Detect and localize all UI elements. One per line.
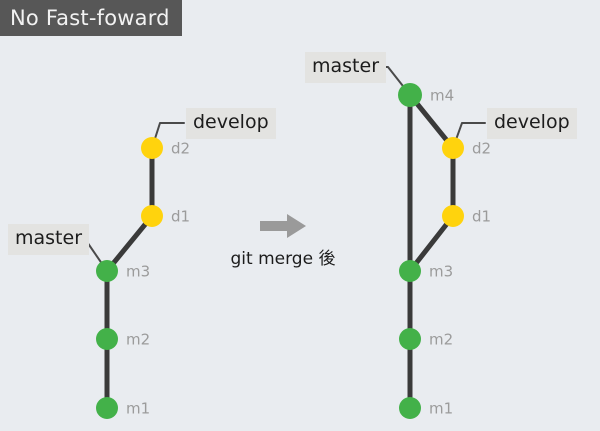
commit-label-d2: d2 — [472, 140, 491, 158]
commit-node-m2[interactable] — [96, 328, 118, 350]
commit-node-m3[interactable] — [399, 260, 421, 282]
page-title: No Fast-foward — [10, 6, 170, 30]
right-arrow-icon — [260, 214, 306, 238]
commit-node-m1[interactable] — [96, 397, 118, 419]
commit-label-m2: m2 — [429, 331, 453, 349]
branch-tag-develop[interactable]: develop — [487, 108, 577, 139]
merge-caption: git merge 後 — [230, 249, 336, 269]
nodes-layer: m1 m2 m3 d1 d2 m1 m2 m3 d1 d2 m4 — [96, 83, 491, 419]
commit-label-d1: d1 — [171, 208, 190, 226]
commit-node-d1[interactable] — [141, 205, 163, 227]
commit-label-m2: m2 — [126, 331, 150, 349]
commit-label-m4: m4 — [430, 87, 454, 105]
commit-edge-m3-d1 — [104, 213, 155, 274]
commit-node-m2[interactable] — [399, 328, 421, 350]
branch-tag-master[interactable]: master — [8, 224, 90, 255]
commit-label-d1: d1 — [472, 208, 491, 226]
commit-label-m3: m3 — [429, 263, 453, 281]
merge-transition: git merge 後 — [218, 214, 348, 269]
commit-label-m3: m3 — [126, 263, 150, 281]
commit-node-d1[interactable] — [442, 205, 464, 227]
commit-node-d2[interactable] — [141, 137, 163, 159]
commit-node-m3[interactable] — [96, 260, 118, 282]
commit-label-m1: m1 — [126, 400, 150, 418]
commit-node-m1[interactable] — [399, 397, 421, 419]
commit-node-d2[interactable] — [442, 137, 464, 159]
commit-edge-m3-d1 — [407, 213, 456, 274]
branch-tag-develop[interactable]: develop — [186, 108, 276, 139]
branch-tag-master[interactable]: master — [305, 52, 387, 83]
commit-label-d2: d2 — [171, 140, 190, 158]
title-banner: No Fast-foward — [0, 0, 182, 36]
commit-label-m1: m1 — [429, 400, 453, 418]
commit-node-m4[interactable] — [398, 83, 422, 107]
